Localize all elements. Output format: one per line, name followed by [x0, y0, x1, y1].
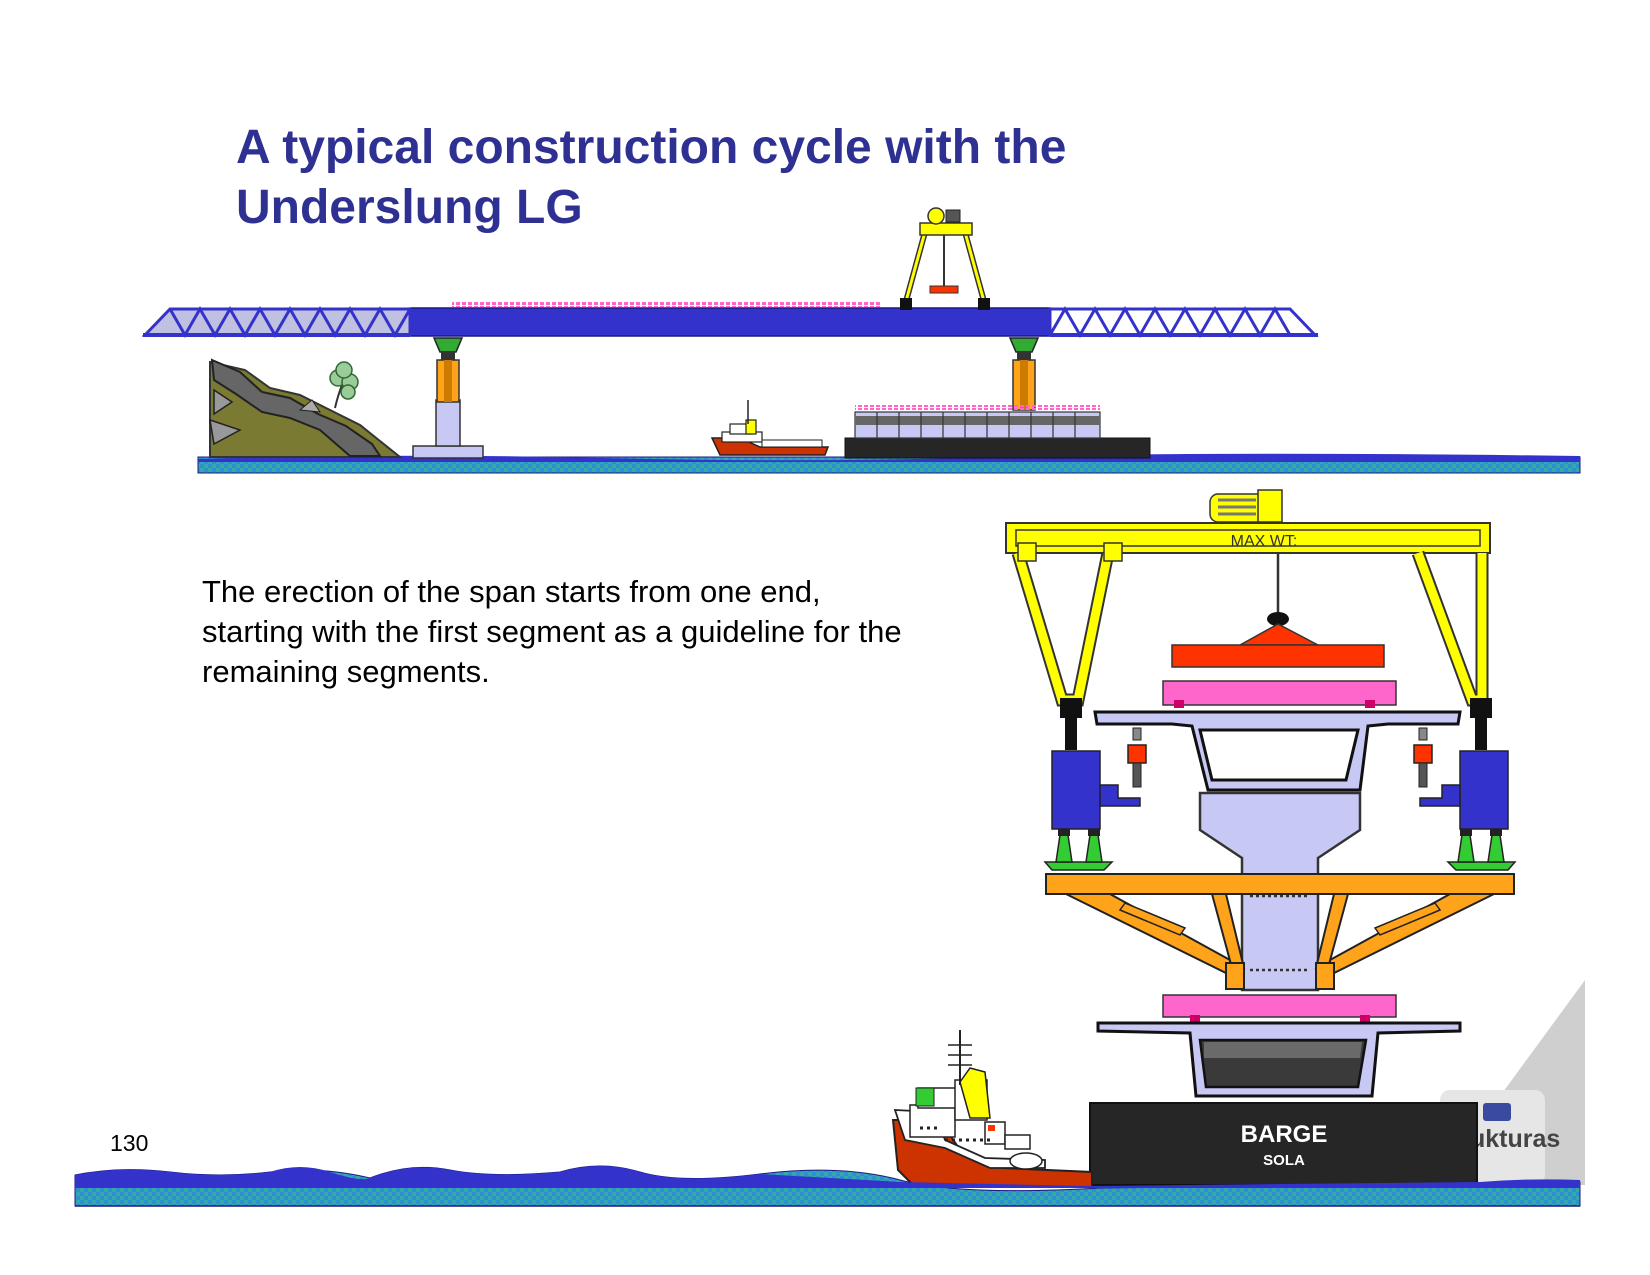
- lower-deck-segment: [1096, 994, 1462, 1098]
- logo-text: ukturas: [1470, 1125, 1560, 1153]
- cross-section-scene: ukturas MAX WT:: [74, 489, 1585, 1207]
- top-barge: [844, 405, 1151, 459]
- small-tug-boat: [710, 400, 830, 456]
- upper-deck-segment: [1093, 710, 1462, 792]
- body-line-1: The erection of the span starts from one…: [202, 574, 821, 609]
- barge: BARGE SOLA: [1089, 1102, 1478, 1186]
- body-line-3: remaining segments.: [202, 654, 490, 689]
- body-text: The erection of the span starts from one…: [202, 572, 982, 692]
- body-line-2: starting with the first segment as a gui…: [202, 614, 902, 649]
- main-gantry: MAX WT:: [1005, 489, 1492, 750]
- barge-sublabel: SOLA: [1263, 1152, 1305, 1169]
- left-jack-assembly: [1043, 727, 1147, 871]
- right-jack-assembly: [1413, 727, 1517, 871]
- barge-label: BARGE: [1241, 1121, 1328, 1148]
- gantry-label: MAX WT:: [1231, 533, 1298, 550]
- small-gantry-crane: [900, 207, 990, 310]
- support-frame: [1045, 873, 1515, 990]
- top-water-surface: [198, 453, 1580, 462]
- title-line-2: Underslung LG: [236, 181, 583, 234]
- slide-title: A typical construction cycle with the Un…: [236, 118, 1136, 238]
- large-tug-boat: [891, 1030, 1093, 1188]
- left-pier: [412, 337, 484, 459]
- overview-scene: [141, 207, 1581, 474]
- lifting-beam: [1162, 623, 1397, 708]
- title-line-1: A typical construction cycle with the: [236, 121, 1067, 174]
- launching-girder: [141, 302, 1319, 339]
- tree-icon: [329, 361, 359, 409]
- page-number: 130: [110, 1130, 149, 1156]
- rocky-shore: [209, 358, 403, 458]
- bottom-water: [74, 1165, 1581, 1207]
- right-pier: [1008, 337, 1040, 411]
